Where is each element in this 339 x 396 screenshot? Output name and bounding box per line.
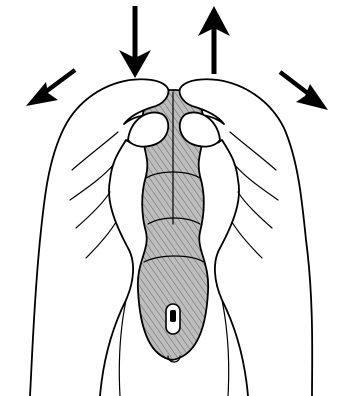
arrow-down-icon xyxy=(119,6,151,78)
arrow-down-left-icon xyxy=(26,70,75,106)
arrow-up-icon xyxy=(198,6,230,74)
arrow-down-right-icon xyxy=(280,72,328,110)
slide-switch-knob xyxy=(170,310,176,322)
